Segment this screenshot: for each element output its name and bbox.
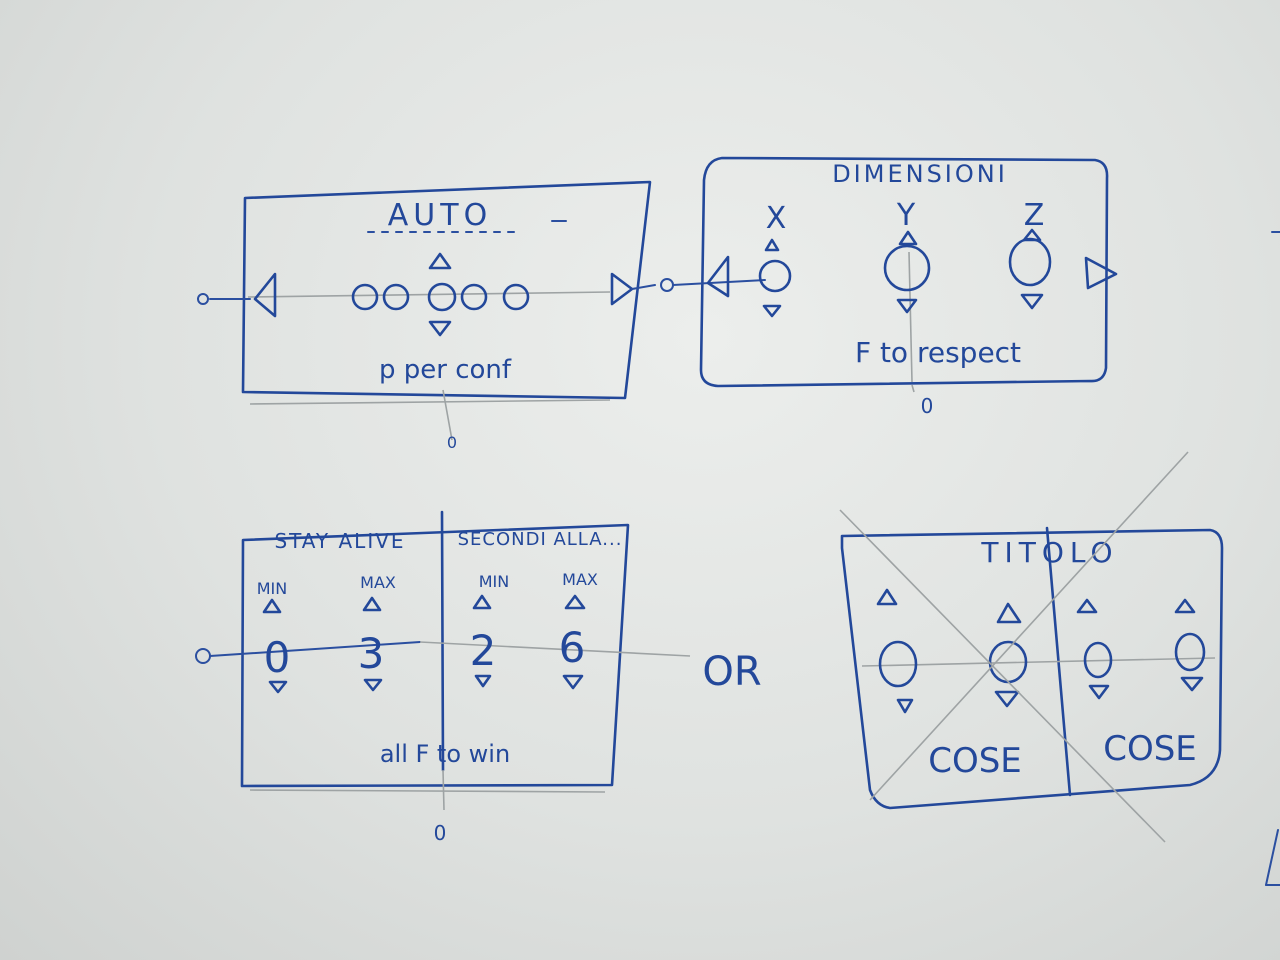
down-arrow-icon[interactable] bbox=[762, 304, 782, 318]
axis-x-knob[interactable] bbox=[758, 259, 792, 293]
sketch-stay-alive: STAY ALIVE SECONDI ALLA... MIN MAX MIN M… bbox=[195, 510, 691, 845]
next-arrow-icon[interactable] bbox=[610, 272, 634, 306]
option-circle[interactable] bbox=[351, 283, 379, 311]
dimensioni-footer: F to respect bbox=[855, 336, 1021, 369]
axis-z-knob[interactable] bbox=[1008, 237, 1052, 287]
up-arrow-icon[interactable] bbox=[876, 588, 898, 606]
col-label-min-2: MIN bbox=[479, 572, 510, 591]
axis-z-label: Z bbox=[1024, 198, 1045, 233]
option-circle[interactable] bbox=[460, 283, 488, 311]
axis-y-label: Y bbox=[896, 198, 916, 233]
up-arrow-icon[interactable] bbox=[472, 594, 492, 610]
down-arrow-icon[interactable] bbox=[562, 674, 584, 690]
titolo-title: TITOLO bbox=[980, 536, 1118, 569]
titolo-knob[interactable] bbox=[878, 640, 918, 688]
axis-y-knob[interactable] bbox=[883, 244, 931, 292]
down-arrow-icon[interactable] bbox=[896, 298, 918, 314]
cross-out-line bbox=[839, 509, 1166, 843]
up-arrow-icon[interactable] bbox=[564, 594, 586, 610]
up-arrow-icon[interactable] bbox=[262, 598, 282, 614]
titolo-knob[interactable] bbox=[1174, 632, 1206, 672]
auto-title: AUTO bbox=[388, 198, 492, 233]
titolo-footer-left: COSE bbox=[928, 741, 1022, 781]
col-label-min-1: MIN bbox=[257, 579, 288, 598]
connector-dot bbox=[195, 648, 211, 664]
up-arrow-icon[interactable] bbox=[428, 252, 452, 270]
auto-end-mark: 0 bbox=[447, 433, 457, 452]
down-arrow-icon[interactable] bbox=[1020, 293, 1044, 310]
option-circle[interactable] bbox=[382, 283, 410, 311]
prev-arrow-icon[interactable] bbox=[253, 272, 277, 318]
sketch-auto: AUTO p per conf 0 bbox=[197, 180, 656, 452]
cross-out-line bbox=[869, 451, 1189, 801]
option-circle[interactable] bbox=[502, 283, 530, 311]
secondi-title: SECONDI ALLA... bbox=[458, 529, 623, 550]
up-arrow-icon[interactable] bbox=[996, 602, 1022, 624]
up-arrow-icon[interactable] bbox=[1076, 598, 1098, 614]
connector-dot bbox=[197, 293, 209, 305]
stay-alive-title: STAY ALIVE bbox=[274, 529, 405, 553]
stay-alive-end-mark: 0 bbox=[434, 821, 447, 845]
titolo-knob[interactable] bbox=[1083, 641, 1113, 679]
sketch-dimensioni: DIMENSIONI X Y Z F to respect 0 bbox=[660, 156, 1118, 418]
or-label: OR bbox=[702, 649, 761, 695]
down-arrow-icon[interactable] bbox=[268, 680, 288, 694]
down-arrow-icon[interactable] bbox=[363, 678, 383, 692]
secondi-max-value[interactable]: 6 bbox=[559, 623, 586, 672]
prev-arrow-icon[interactable] bbox=[706, 255, 730, 298]
axis-x-label: X bbox=[766, 201, 787, 236]
down-arrow-icon[interactable] bbox=[428, 320, 452, 337]
stay-alive-max-value[interactable]: 3 bbox=[358, 629, 385, 678]
connector-dot bbox=[660, 278, 674, 292]
sketch-titolo: TITOLO COSE COSE bbox=[839, 451, 1224, 843]
col-label-max-1: MAX bbox=[360, 573, 396, 592]
down-arrow-icon[interactable] bbox=[474, 674, 492, 688]
up-arrow-icon[interactable] bbox=[362, 596, 382, 612]
dimensioni-title: DIMENSIONI bbox=[832, 160, 1008, 188]
col-label-max-2: MAX bbox=[562, 570, 598, 589]
stay-alive-footer: all F to win bbox=[380, 740, 510, 768]
edge-mark bbox=[1265, 829, 1279, 886]
up-arrow-icon[interactable] bbox=[764, 238, 780, 252]
secondi-min-value[interactable]: 2 bbox=[470, 626, 497, 675]
down-arrow-icon[interactable] bbox=[896, 698, 914, 714]
down-arrow-icon[interactable] bbox=[1180, 676, 1204, 692]
titolo-footer-right: COSE bbox=[1103, 729, 1197, 769]
next-arrow-icon[interactable] bbox=[1084, 256, 1118, 290]
stay-alive-min-value[interactable]: 0 bbox=[264, 633, 291, 682]
up-arrow-icon[interactable] bbox=[898, 230, 918, 246]
option-circle[interactable] bbox=[427, 282, 457, 312]
dimensioni-end-mark: 0 bbox=[921, 394, 934, 418]
down-arrow-icon[interactable] bbox=[994, 690, 1020, 708]
auto-footer: p per conf bbox=[379, 355, 512, 385]
up-arrow-icon[interactable] bbox=[1174, 598, 1196, 614]
down-arrow-icon[interactable] bbox=[1088, 684, 1110, 700]
